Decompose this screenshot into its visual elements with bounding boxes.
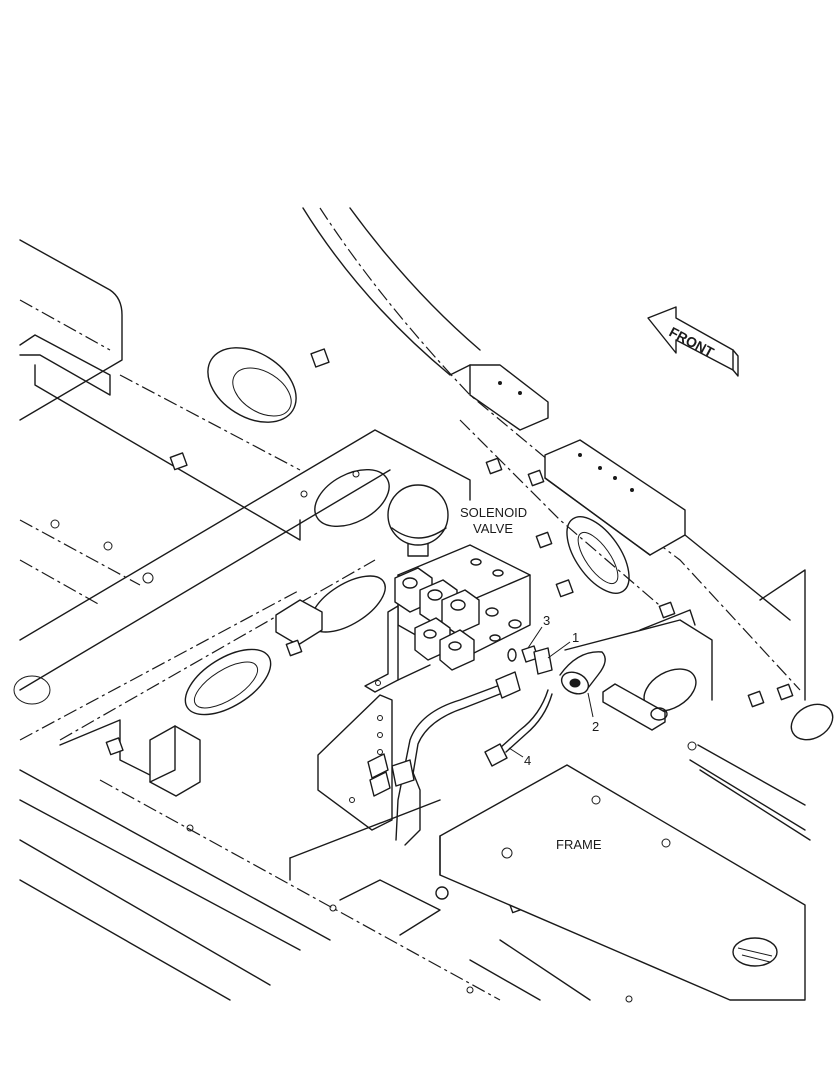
main-frame-plate [13, 429, 471, 797]
pressure-switch-and-harness [317, 645, 606, 846]
left-upper-frame [19, 239, 301, 606]
callout-1: 1 [572, 630, 579, 645]
callout-2: 2 [592, 719, 599, 734]
solenoid-label-line2: VALVE [473, 521, 513, 536]
diagonal-beam [302, 207, 806, 701]
lower-frame-block [289, 764, 806, 1001]
solenoid-valve-assembly [364, 484, 531, 693]
callouts: 3 1 2 4 [508, 613, 599, 768]
solenoid-label-line1: SOLENOID [460, 505, 527, 520]
bottom-rails [19, 769, 633, 1003]
callout-3: 3 [543, 613, 550, 628]
callout-4: 4 [524, 753, 531, 768]
front-arrow: FRONT [647, 306, 739, 377]
right-cross-member [564, 609, 834, 841]
frame-label: FRAME [556, 837, 602, 852]
